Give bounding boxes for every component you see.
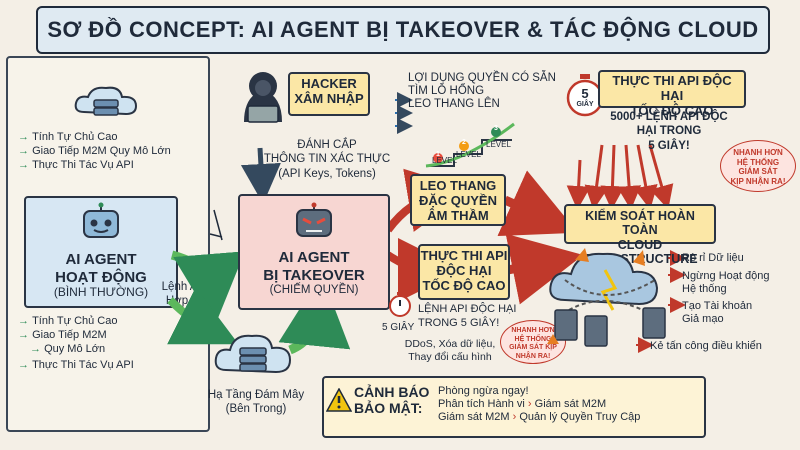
escalation-box: LEO THANG ĐẶC QUYỀN ÂM THẦM [410,174,506,226]
list-item: Tính Tự Chủ Cao [18,130,171,144]
exploit-list: LỢI DỤNG QUYỀN CÓ SẴN TÌM LỖ HỔNG LEO TH… [408,72,556,110]
exec-api-box: THỰC THI API ĐỘC HẠI TỐC ĐỘ CAO [418,244,510,300]
warning-icon [326,388,352,412]
page-title: SƠ ĐỒ CONCEPT: AI AGENT BỊ TAKEOVER & TÁ… [36,6,770,54]
warning-list: Phòng ngừa ngay! Phân tích Hành vi › Giá… [438,385,641,423]
impact-fake-accounts: Tạo Tài khoản Giả mạo [682,300,753,325]
exec-cmd-label: LỆNH API ĐỘC HẠI TRONG 5 GIÂY! [418,303,517,329]
robot-icon [83,202,119,238]
ddos-label: DDoS, Xóa dữ liệu, Thay đổi cấu hình [404,338,496,364]
escalation-stairs-icon [425,122,515,168]
cloud-server-icon [74,86,138,116]
impact-attacker-control: Kẻ tấn công điều khiển [650,340,762,352]
list-item: Giao Tiếp M2M [18,328,134,342]
timer-number: 5 GIÂY [576,86,594,108]
evil-robot-icon [296,202,332,237]
inner-cloud-label: Hạ Tầng Đám Mây (Bên Trong) [207,389,305,416]
hacker-icon [244,72,282,123]
exec-api-top-box: THỰC THI API ĐỘC HẠI TỐC ĐỘ CAO [598,70,746,118]
list-item-continuation: Quy Mô Lớn [18,342,134,356]
list-item: Giao Tiếp M2M Quy Mô Lớn [18,144,171,158]
hacker-box: HACKER XÂM NHẬP [288,72,370,116]
compromised-cloud-icon [547,248,666,347]
full-control-box: KIỂM SOÁT HOÀN TOÀN CLOUD INFRASTRUCTURE [564,204,716,266]
top-feature-list: Tính Tự Chủ Cao Giao Tiếp M2M Quy Mô Lớn… [18,130,171,172]
faster-badge-top: NHANH HƠN HỆ THỐNG GIÁM SÁT KỊP NHẬN RA! [720,140,796,192]
list-item: Thực Thi Tác Vụ API [18,158,171,172]
list-item: Thực Thi Tác Vụ API [18,358,134,372]
timer-label: 5 GIÂY [382,322,415,333]
bottom-feature-list: Tính Tự Chủ Cao Giao Tiếp M2M Quy Mô Lớn… [18,314,134,372]
level-3-number-badge: 3 [494,125,498,132]
list-item: Tính Tự Chủ Cao [18,314,134,328]
takeover-agent-box: AI AGENT BỊ TAKEOVER (CHIẾM QUYỀN) [238,194,390,310]
inner-cloud-icon [214,334,292,374]
level-3-label: LEVEL [486,140,511,149]
exec-top-cmd: 5000+ LỆNH API ĐỘC HẠI TRONG 5 GIÂY! [610,111,728,152]
level-2-label: LEVEL [456,150,481,159]
level-2-number-badge: 2 [462,139,466,146]
warning-title: CẢNH BÁO BẢO MẬT: [354,384,430,416]
stopwatch-icon [389,292,411,317]
steal-credentials-label: ĐÁNH CẮP THÔNG TIN XÁC THỰC (API Keys, T… [263,139,391,180]
impact-data-leak: Rò rỉ Dữ liệu [682,252,744,264]
impact-downtime: Ngừng Hoạt động Hệ thống [682,270,770,295]
security-warning-panel [322,376,706,438]
level-1-label: LEVEL [432,156,457,165]
level-1-number-badge: 1 [436,151,440,158]
